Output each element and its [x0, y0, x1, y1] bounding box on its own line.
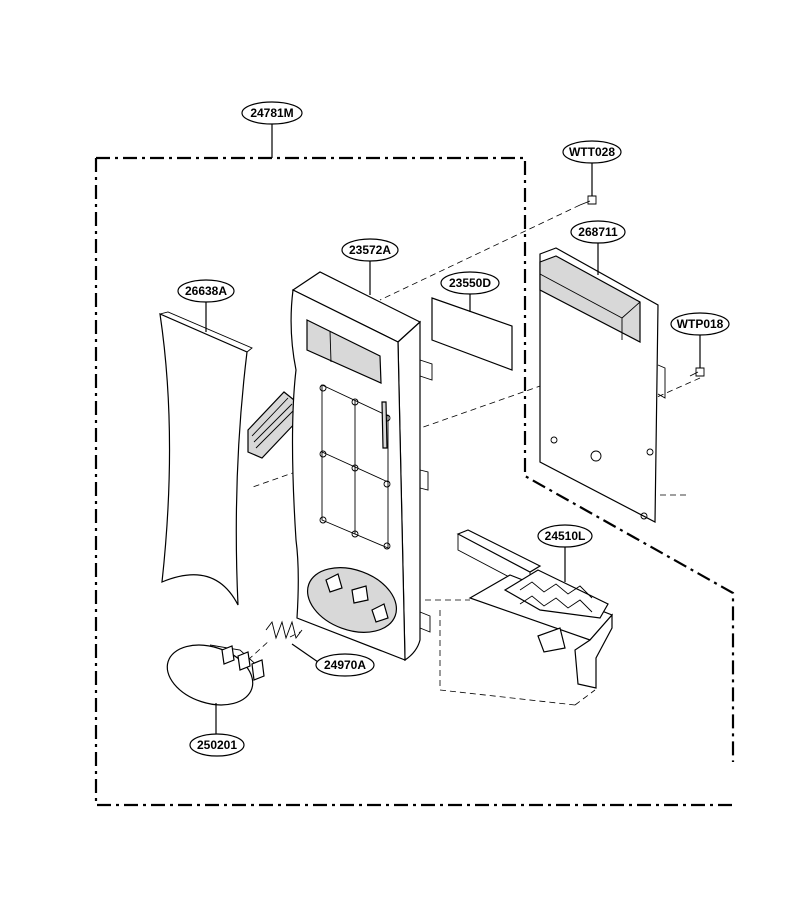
control-panel-frame	[290, 260, 433, 662]
label-membrane-text: 26638A	[185, 284, 227, 298]
label-screw-top: WTT028	[562, 140, 622, 164]
label-membrane: 26638A	[177, 279, 235, 303]
label-spring: 24970A	[315, 653, 375, 677]
label-screw-right-text: WTP018	[677, 317, 724, 331]
label-latch: 24510L	[537, 524, 593, 548]
label-spring-text: 24970A	[324, 658, 366, 672]
latch-lever	[456, 529, 614, 689]
label-assembly: 24781M	[241, 101, 303, 125]
label-screw-right: WTP018	[670, 312, 730, 336]
spring	[265, 620, 319, 663]
membrane-keypad	[159, 301, 299, 606]
screw-wtt028	[579, 162, 597, 206]
label-panel-text: 23572A	[349, 243, 391, 257]
label-assembly-text: 24781M	[250, 106, 293, 120]
label-button: 250201	[189, 733, 245, 757]
label-pcb: 268711	[570, 220, 626, 244]
label-panel: 23572A	[341, 238, 399, 262]
label-screw-top-text: WTT028	[569, 145, 615, 159]
label-pcb-text: 268711	[578, 225, 618, 239]
screw-wtp018	[689, 334, 705, 377]
start-button	[166, 644, 265, 734]
label-button-text: 250201	[197, 738, 237, 752]
label-window: 23550D	[440, 271, 500, 295]
display-window	[431, 293, 513, 371]
assembly-boundary	[94, 124, 735, 807]
pcb-board	[539, 242, 666, 523]
label-latch-text: 24510L	[545, 529, 586, 543]
label-window-text: 23550D	[449, 276, 491, 290]
